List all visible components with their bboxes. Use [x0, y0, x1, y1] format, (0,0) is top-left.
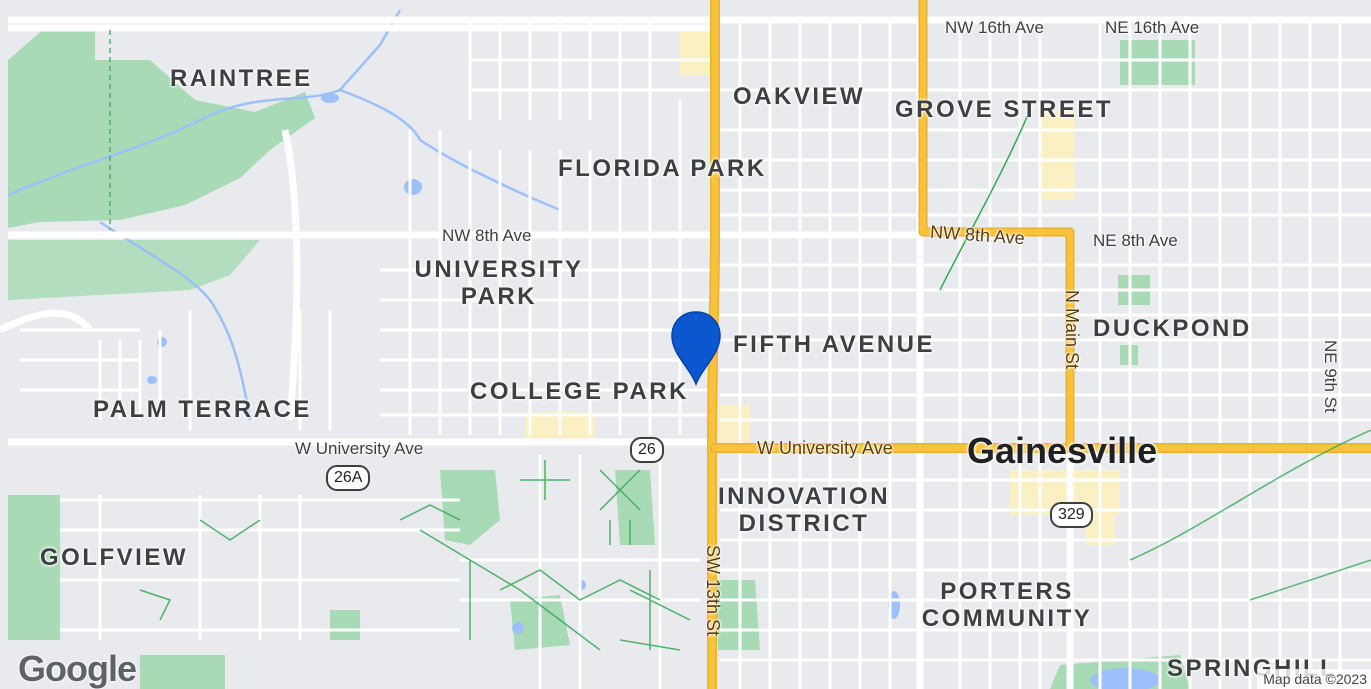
neighborhood-label-oakview: OAKVIEW	[733, 83, 866, 110]
google-logo[interactable]: Google	[18, 648, 137, 689]
street-label-ne-16th-ave: NE 16th Ave	[1105, 18, 1200, 37]
neighborhood-label-florida-park: FLORIDA PARK	[558, 155, 767, 182]
neighborhood-label-line: UNIVERSITY	[414, 256, 584, 283]
street-label-w-university-ave-arterial: W University Ave	[757, 438, 893, 458]
street-label-w-university-ave: W University Ave	[295, 439, 424, 458]
street-label-ne-9th-st: NE 9th St	[1321, 340, 1340, 413]
map-pin-icon[interactable]	[670, 310, 722, 386]
street-label-nw-16th-ave: NW 16th Ave	[945, 18, 1044, 37]
neighborhood-label-line: COMMUNITY	[921, 605, 1093, 632]
neighborhood-label-fifth-avenue: FIFTH AVENUE	[733, 331, 935, 358]
route-shield-26: 26	[630, 437, 664, 463]
neighborhood-label-line: PARK	[460, 283, 538, 310]
neighborhood-label-line: PORTERS	[940, 578, 1074, 605]
street-label-n-main-st: N Main St	[1062, 290, 1082, 370]
neighborhood-label-porters-community: PORTERS COMMUNITY	[912, 580, 1102, 631]
street-label-nw-8th-ave: NW 8th Ave	[442, 226, 532, 245]
neighborhood-label-palm-terrace: PALM TERRACE	[93, 396, 312, 423]
city-label-gainesville: Gainesville	[967, 430, 1158, 471]
neighborhood-label-raintree: RAINTREE	[170, 65, 313, 92]
neighborhood-label-innovation-district: INNOVATION DISTRICT	[704, 485, 904, 536]
route-shield-329: 329	[1050, 502, 1093, 528]
neighborhood-label-grove-street: GROVE STREET	[895, 96, 1114, 123]
street-label-ne-8th-ave: NE 8th Ave	[1093, 231, 1178, 250]
neighborhood-label-line: INNOVATION	[717, 483, 891, 510]
neighborhood-label-golfview: GOLFVIEW	[40, 544, 188, 571]
route-shield-26a: 26A	[326, 465, 371, 491]
neighborhood-label-university-park: UNIVERSITY PARK	[404, 258, 594, 309]
neighborhood-label-line: DISTRICT	[738, 510, 870, 537]
street-label-sw-13th-st: SW 13th St	[703, 545, 723, 637]
map-attribution[interactable]: Map data ©2023	[1257, 669, 1371, 689]
neighborhood-label-college-park: COLLEGE PARK	[470, 378, 689, 405]
neighborhood-label-duckpond: DUCKPOND	[1093, 315, 1252, 342]
